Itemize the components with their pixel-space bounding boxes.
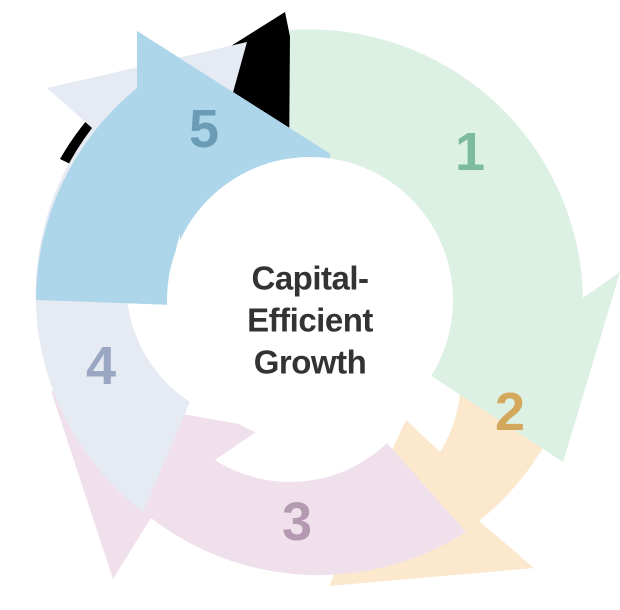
center-hub — [167, 157, 453, 443]
center-label-line-3: Growth — [254, 344, 366, 381]
step-number-2: 2 — [495, 382, 525, 442]
step-number-1: 1 — [455, 122, 485, 182]
cycle-segment-5-overlay[interactable] — [36, 31, 340, 305]
cycle-arrow-5-overlay-body — [36, 31, 340, 305]
center-label-line-2: Efficient — [247, 302, 373, 339]
step-number-3: 3 — [282, 492, 312, 552]
cycle-arrow-1-overlay-body — [330, 55, 620, 462]
step-number-5: 5 — [189, 99, 219, 159]
center-label-line-1: Capital- — [251, 260, 368, 297]
cycle-segment-1-overlay[interactable] — [330, 55, 620, 462]
step-number-4: 4 — [86, 336, 116, 396]
center-label: Capital- Efficient Growth — [247, 260, 374, 381]
